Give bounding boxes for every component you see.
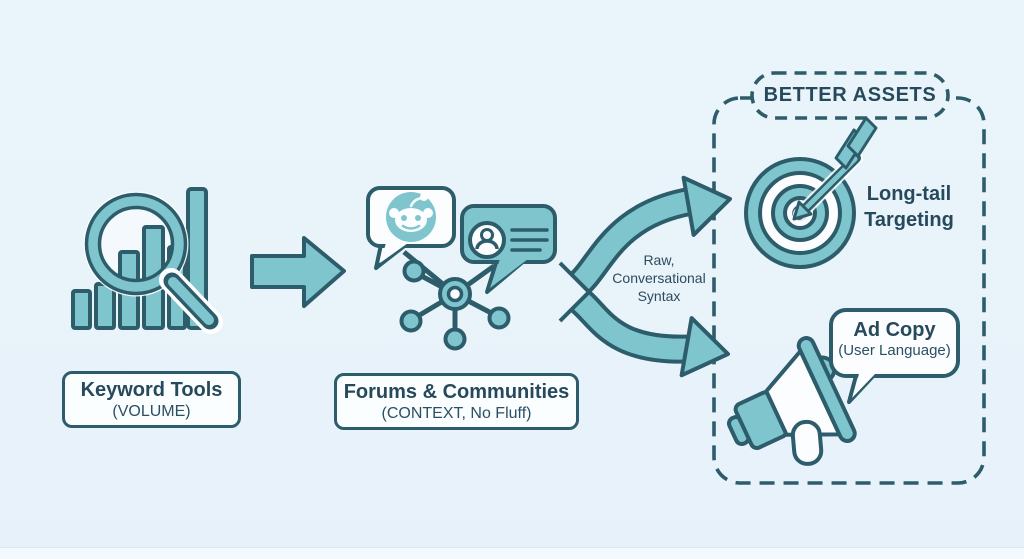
branch-annotation-line3: Syntax bbox=[637, 288, 681, 304]
profile-card-speech-bubble-icon bbox=[460, 204, 557, 294]
megaphone-icon bbox=[726, 336, 857, 466]
split-curved-arrows-icon bbox=[558, 175, 732, 378]
community-network-icon bbox=[399, 250, 511, 351]
magnifier-bar-chart-icon bbox=[71, 187, 223, 334]
text-lines-icon bbox=[510, 228, 549, 252]
branch-annotation: Raw, Conversational Syntax bbox=[595, 251, 723, 305]
forums-title: Forums & Communities bbox=[343, 380, 570, 403]
better-assets-box bbox=[712, 71, 986, 485]
better-assets-pill bbox=[750, 71, 950, 120]
reddit-speech-bubble-icon bbox=[366, 186, 456, 270]
forums-subtitle: (CONTEXT, No Fluff) bbox=[381, 404, 532, 422]
reddit-logo-icon bbox=[386, 192, 436, 242]
long-tail-line1: Long-tail bbox=[866, 183, 952, 205]
ad-copy-subtitle: (User Language) bbox=[838, 342, 951, 359]
long-tail-line2: Targeting bbox=[864, 209, 954, 231]
bottom-strip bbox=[0, 547, 1024, 559]
ad-copy-title: Ad Copy bbox=[853, 319, 936, 341]
ad-copy-bubble bbox=[829, 308, 960, 404]
branch-annotation-line2: Conversational bbox=[612, 270, 706, 286]
keyword-tools-title: Keyword Tools bbox=[80, 378, 223, 401]
branch-annotation-line1: Raw, bbox=[643, 252, 675, 268]
better-assets-title: BETTER ASSETS bbox=[763, 84, 937, 106]
long-tail-targeting-label: Long-tail Targeting bbox=[850, 181, 968, 233]
ad-copy-label: Ad Copy (User Language) bbox=[831, 318, 958, 360]
keyword-tools-subtitle: (VOLUME) bbox=[112, 402, 191, 420]
bullseye-dart-icon bbox=[744, 116, 878, 269]
forums-label-box: Forums & Communities (CONTEXT, No Fluff) bbox=[334, 373, 579, 430]
arrow-right-icon bbox=[250, 236, 346, 308]
keyword-tools-label-box: Keyword Tools (VOLUME) bbox=[62, 371, 241, 428]
